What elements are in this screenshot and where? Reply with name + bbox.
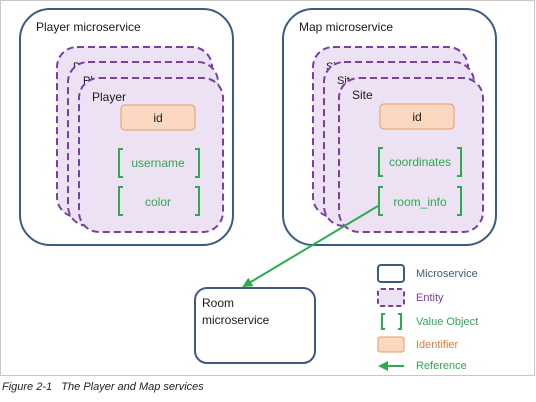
map-vo-coordinates: coordinates (389, 155, 451, 169)
map-entity-title: Site (352, 88, 373, 102)
legend-microservice-label: Microservice (416, 268, 478, 280)
map-microservice-title: Map microservice (299, 20, 393, 34)
figure-caption: Figure 2-1 The Player and Map services (2, 381, 204, 393)
player-vo-username: username (131, 156, 185, 170)
map-vo-room-info-right-bracket (457, 186, 462, 216)
room-microservice-title-line1: Room (202, 296, 234, 310)
legend-value-object-label: Value Object (416, 316, 478, 328)
player-identifier-label: id (153, 111, 162, 125)
legend-value-object-right-bracket (398, 313, 402, 330)
map-vo-room-info: room_info (393, 195, 447, 209)
map-microservice: Map microservice Si Sit Site id coordina… (282, 8, 497, 246)
legend-entity-swatch (377, 288, 405, 307)
player-microservice: Player microservice Pl Pl Player id user… (19, 8, 234, 246)
legend-identifier-label: Identifier (416, 339, 459, 351)
room-microservice-title-line2: microservice (202, 313, 270, 327)
player-vo-color-left-bracket (118, 186, 123, 216)
player-vo-username-right-bracket (195, 148, 200, 178)
map-vo-coordinates-left-bracket (378, 147, 383, 177)
legend-identifier-swatch (377, 336, 405, 353)
reference-arrow-room-info-to-room (242, 205, 379, 288)
figure-frame (0, 0, 535, 376)
map-identifier (379, 103, 455, 130)
player-microservice-title: Player microservice (36, 20, 141, 34)
player-identifier (120, 104, 196, 131)
room-microservice: Room microservice (194, 287, 316, 364)
map-identifier-label: id (412, 110, 421, 124)
legend: Microservice Entity Value Object Identif… (377, 264, 478, 372)
legend-microservice-swatch (377, 264, 405, 283)
player-entity-back-1-label: Pl (83, 75, 93, 87)
player-vo-color: color (145, 195, 171, 209)
legend-value-object-left-bracket (381, 313, 385, 330)
map-vo-room-info-left-bracket (378, 186, 383, 216)
room-microservice-box (194, 287, 316, 364)
map-vo-coordinates-right-bracket (457, 147, 462, 177)
legend-reference-label: Reference (416, 360, 467, 372)
player-entity-title: Player (92, 90, 126, 104)
legend-entity-label: Entity (416, 292, 444, 304)
player-vo-color-right-bracket (195, 186, 200, 216)
player-vo-username-left-bracket (118, 148, 123, 178)
